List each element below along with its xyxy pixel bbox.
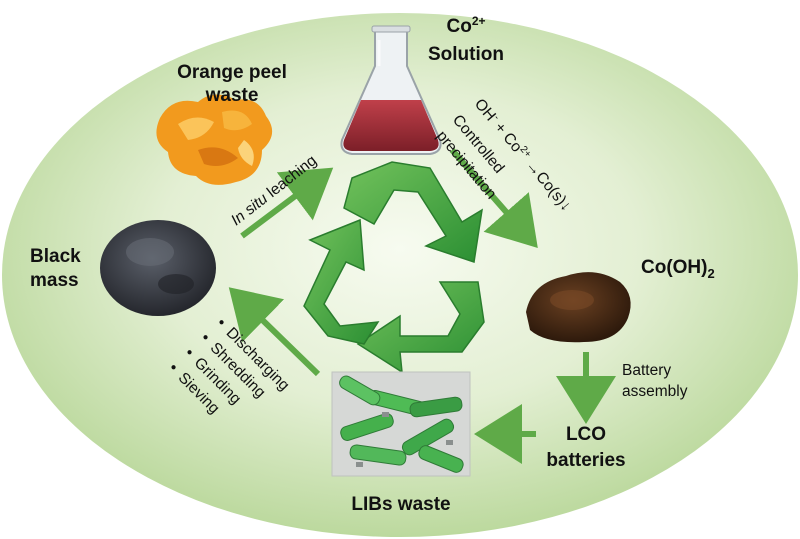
battery-assembly-label-line2: assembly [622, 383, 688, 400]
cooh2-prefix: Co(OH) [641, 257, 707, 278]
black-powder-icon [100, 220, 216, 316]
battery-assembly-label: Battery [622, 362, 671, 379]
recycle-icon [303, 161, 485, 374]
cooh2-subscript: 2 [707, 266, 714, 281]
brown-powder-icon [526, 272, 631, 343]
orange-peel-label: Orange peel [177, 62, 287, 83]
flask-icon [340, 25, 442, 155]
lco-label-line2: batteries [546, 450, 625, 471]
co2-symbol: Co [446, 16, 471, 37]
orange-peel-label-line2: waste [205, 85, 259, 106]
lco-label: LCO [566, 424, 606, 445]
cooh2-label: Co(OH)2 [641, 257, 715, 281]
orange-peel-icon [156, 94, 273, 185]
black-mass-label-line2: mass [30, 270, 79, 291]
co2-charge: 2+ [472, 14, 486, 28]
batteries-photo-icon [331, 371, 471, 477]
co2-solution-label-line2: Solution [428, 44, 504, 65]
libs-waste-label: LIBs waste [351, 494, 450, 515]
arrow-precipitation [449, 148, 538, 249]
reaction-minus: - [491, 113, 502, 123]
black-mass-label: Black [30, 246, 81, 267]
arrow-pretreatment [228, 287, 321, 377]
arrow-leaching [240, 167, 334, 239]
co2-solution-label: Co2+ [446, 14, 485, 37]
